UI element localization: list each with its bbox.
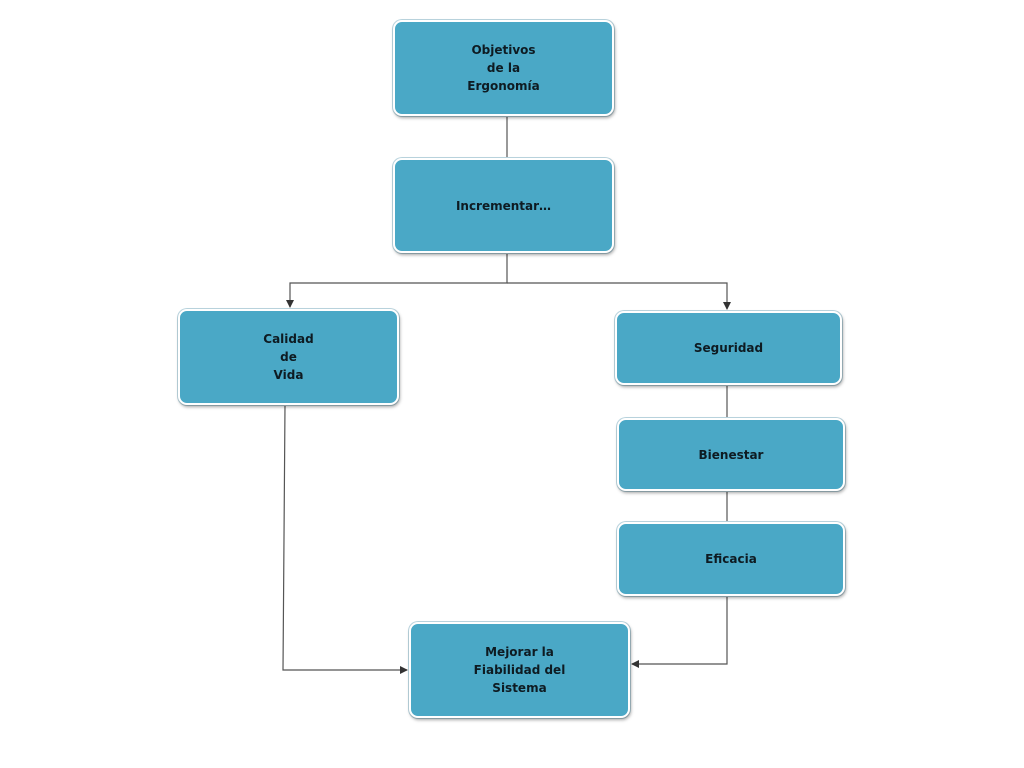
- node-bienestar: Bienestar: [617, 418, 845, 491]
- node-calidad-label: Calidad de Vida: [263, 332, 314, 382]
- node-mejorar-label: Mejorar la Fiabilidad del Sistema: [473, 645, 566, 695]
- connector-eficacia-mejorar: [631, 596, 728, 668]
- node-incrementar: Incrementar…: [393, 158, 614, 253]
- connector-incrementar-calidad: [286, 253, 508, 308]
- node-eficacia: Eficacia: [617, 522, 845, 596]
- connector-calidad-mejorar: [282, 404, 408, 674]
- node-objetivos-ergonomia: Objetivos de la Ergonomía: [393, 20, 614, 116]
- node-eficacia-label: Eficacia: [705, 552, 757, 566]
- connector-incrementar-seguridad: [507, 282, 731, 310]
- node-objetivos-label: Objetivos de la Ergonomía: [467, 43, 540, 93]
- node-seguridad-label: Seguridad: [693, 341, 764, 355]
- node-calidad-de-vida: Calidad de Vida: [178, 309, 399, 405]
- node-mejorar-fiabilidad: Mejorar la Fiabilidad del Sistema: [409, 622, 630, 718]
- node-seguridad: Seguridad: [615, 311, 842, 385]
- node-incrementar-label: Incrementar…: [455, 198, 552, 213]
- node-bienestar-label: Bienestar: [698, 447, 764, 462]
